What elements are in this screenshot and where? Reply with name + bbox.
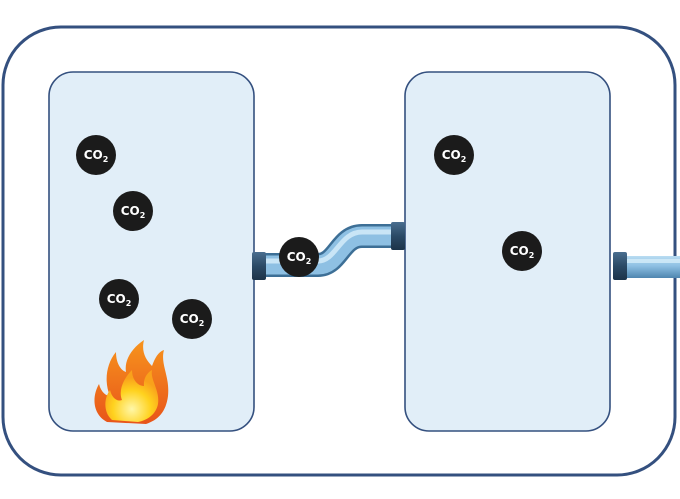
co2-label: CO [84, 148, 103, 162]
co2-subscript: 2 [140, 211, 146, 220]
co2-label: CO [180, 312, 199, 326]
co2-label: CO [287, 250, 306, 264]
co2-molecule: CO2 [502, 231, 542, 271]
co2-subscript: 2 [103, 155, 109, 164]
co2-molecule: CO2 [279, 237, 319, 277]
pipe-coupling-left [252, 252, 266, 280]
co2-label: CO [107, 292, 126, 306]
pipe-coupling-right [613, 252, 627, 280]
svg-text:CO2: CO2 [121, 204, 146, 220]
co2-subscript: 2 [306, 257, 312, 266]
svg-text:CO2: CO2 [84, 148, 109, 164]
co2-subscript: 2 [126, 299, 132, 308]
co2-label: CO [510, 244, 529, 258]
svg-text:CO2: CO2 [510, 244, 535, 260]
co2-subscript: 2 [529, 251, 535, 260]
pipe-coupling-middle [391, 222, 405, 250]
co2-molecule: CO2 [113, 191, 153, 231]
co2-molecule: CO2 [434, 135, 474, 175]
co2-molecule: CO2 [99, 279, 139, 319]
co2-molecule: CO2 [172, 299, 212, 339]
co2-subscript: 2 [199, 319, 205, 328]
co2-subscript: 2 [461, 155, 467, 164]
co2-label: CO [442, 148, 461, 162]
svg-text:CO2: CO2 [287, 250, 312, 266]
exit-pipe [618, 256, 680, 278]
svg-text:CO2: CO2 [180, 312, 205, 328]
co2-molecule: CO2 [76, 135, 116, 175]
svg-text:CO2: CO2 [107, 292, 132, 308]
svg-text:CO2: CO2 [442, 148, 467, 164]
fire-icon [94, 340, 169, 424]
co2-label: CO [121, 204, 140, 218]
connecting-pipe [262, 224, 398, 277]
